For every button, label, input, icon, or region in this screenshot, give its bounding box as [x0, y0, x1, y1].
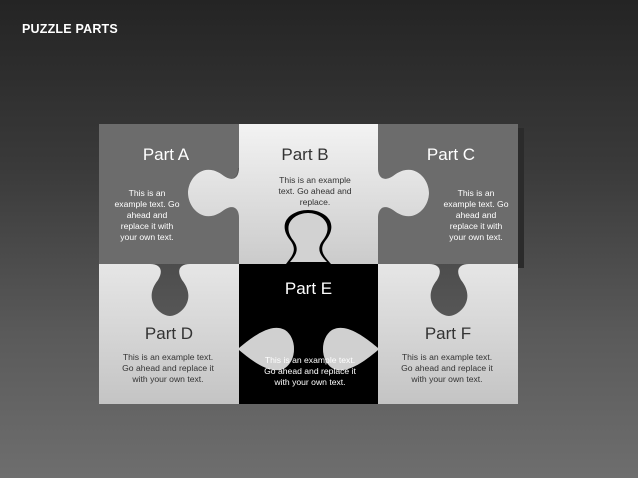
piece-d-label: Part D — [144, 324, 194, 343]
puzzle-piece-a — [99, 124, 239, 264]
piece-c-label: Part C — [426, 145, 476, 164]
piece-a-text: This is an example text. Go ahead and re… — [114, 188, 180, 242]
piece-c-text: This is an example text. Go ahead and re… — [443, 188, 509, 242]
piece-b-text: This is an example text. Go ahead and re… — [278, 175, 352, 207]
piece-d-notch — [239, 327, 294, 371]
piece-b-tab-inner — [288, 213, 328, 262]
puzzle-piece-b — [188, 124, 429, 264]
piece-f-label: Part F — [424, 324, 472, 343]
puzzle-piece-f — [378, 264, 518, 404]
piece-b-label: Part B — [281, 145, 329, 164]
piece-f-text: This is an example text. Go ahead and re… — [401, 352, 493, 384]
piece-a-label: Part A — [142, 145, 190, 164]
puzzle-piece-e — [239, 210, 378, 404]
slide-title: PUZZLE PARTS — [22, 22, 118, 36]
piece-e-label: Part E — [284, 279, 333, 298]
piece-c-shadow — [518, 128, 524, 268]
piece-e-text: This is an example text. Go ahead and re… — [264, 355, 356, 387]
puzzle-piece-c — [378, 124, 518, 264]
piece-f-notch — [323, 327, 378, 371]
puzzle-piece-d — [99, 264, 239, 404]
piece-d-text: This is an example text. Go ahead and re… — [122, 352, 214, 384]
